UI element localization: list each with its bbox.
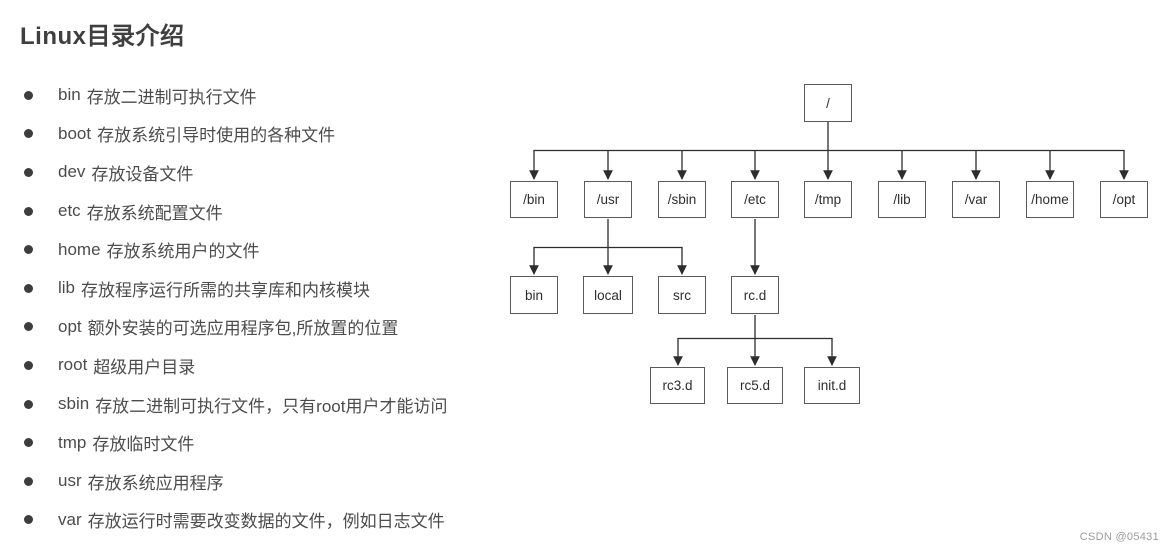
bullet-icon — [24, 515, 33, 525]
tree-node-lib: /lib — [878, 181, 926, 218]
tree-node-rc5d: rc5.d — [727, 367, 783, 404]
bullet-icon — [24, 438, 33, 448]
bullet-icon — [24, 129, 33, 139]
dir-desc: 存放程序运行所需的共享库和内核模块 — [81, 280, 371, 300]
dir-name: bin — [58, 85, 81, 105]
dir-desc: 存放系统用户的文件 — [106, 242, 260, 262]
dir-desc: 存放临时文件 — [92, 435, 195, 455]
dir-name: sbin — [58, 394, 90, 414]
tree-node-etc: /etc — [731, 181, 779, 218]
tree-node-home: /home — [1026, 181, 1074, 218]
tree-edges-usr-children — [529, 219, 687, 275]
dir-name: var — [58, 509, 82, 529]
watermark: CSDN @05431 — [1079, 531, 1159, 543]
tree-node-opt: /opt — [1100, 181, 1148, 218]
tree-node-etc-rcd: rc.d — [731, 276, 779, 314]
dir-name: etc — [58, 201, 81, 221]
bullet-icon — [24, 399, 33, 409]
tree-node-root: / — [804, 84, 852, 122]
dir-name: root — [58, 355, 88, 375]
dir-desc: 存放二进制可执行文件，只有root用户才能访问 — [95, 396, 448, 416]
dir-name: dev — [58, 162, 86, 182]
bullet-icon — [24, 245, 33, 255]
bullet-icon — [24, 167, 33, 177]
dir-name: lib — [58, 278, 76, 298]
dir-desc: 超级用户目录 — [93, 357, 196, 377]
dir-desc: 存放系统引导时使用的各种文件 — [97, 126, 336, 146]
tree-node-usr: /usr — [584, 181, 632, 218]
tree-node-var: /var — [952, 181, 1000, 218]
tree-node-usr-bin: bin — [510, 276, 558, 314]
list-item-lib: lib 存放程序运行所需的共享库和内核模块 — [0, 269, 515, 308]
tree-node-tmp: /tmp — [804, 181, 852, 218]
dir-name: opt — [58, 316, 82, 336]
bullet-icon — [24, 206, 33, 216]
tree-node-initd: init.d — [804, 367, 860, 404]
bullet-icon — [24, 90, 33, 100]
tree-node-sbin: /sbin — [658, 181, 706, 218]
dir-name: tmp — [58, 432, 87, 452]
dir-desc: 存放设备文件 — [91, 164, 194, 184]
dir-desc: 存放运行时需要改变数据的文件，例如日志文件 — [87, 512, 445, 532]
bullet-icon — [24, 360, 33, 370]
dir-name: home — [58, 239, 101, 259]
page-title: Linux目录介绍 — [20, 23, 185, 50]
dir-name: usr — [58, 471, 82, 491]
tree-node-usr-src: src — [658, 276, 706, 314]
bullet-icon — [24, 476, 33, 486]
bullet-icon — [24, 283, 33, 293]
tree-node-bin: /bin — [510, 181, 558, 218]
tree-edges-level1 — [529, 122, 1129, 180]
tree-node-usr-local: local — [583, 276, 633, 314]
tree-node-rc3d: rc3.d — [650, 367, 705, 404]
dir-name: boot — [58, 123, 92, 143]
tree-edges-rcd-children — [673, 315, 837, 366]
dir-desc: 存放二进制可执行文件 — [86, 87, 257, 107]
bullet-icon — [24, 322, 33, 332]
dir-desc: 存放系统配置文件 — [86, 203, 223, 223]
dir-desc: 存放系统应用程序 — [87, 473, 224, 493]
dir-desc: 额外安装的可选应用程序包,所放置的位置 — [87, 319, 399, 339]
